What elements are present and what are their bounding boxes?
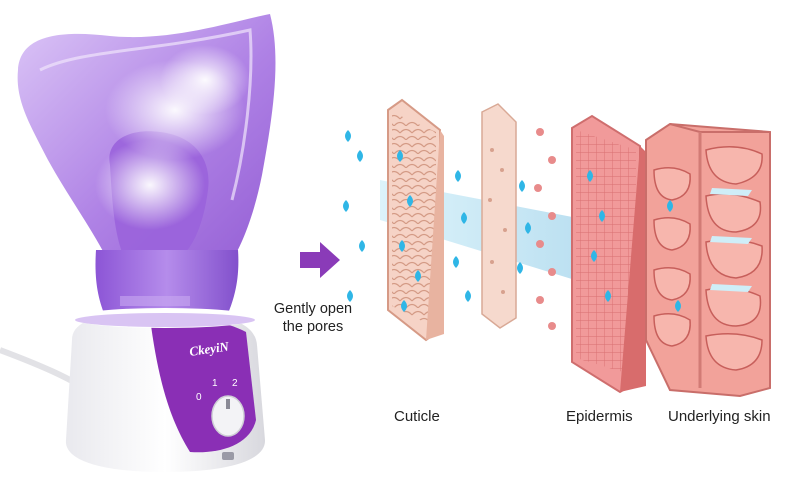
epidermis-layer — [571, 114, 646, 394]
skin-layers-diagram — [343, 98, 771, 398]
open-pores-line2: the pores — [282, 319, 344, 335]
underlying-skin-label: Underlying skin — [668, 408, 771, 425]
underlying-skin-layer — [645, 122, 771, 398]
steam-droplets — [343, 130, 681, 312]
epidermis-label: Epidermis — [566, 408, 633, 425]
dial-label-0: 0 — [196, 392, 202, 403]
cuticle-layer — [387, 98, 444, 342]
open-pores-line1: Gently open — [273, 301, 353, 317]
arrow-right-icon — [300, 242, 340, 278]
cell-column — [534, 128, 556, 330]
power-indicator-icon — [222, 452, 234, 460]
brand-logo: CkeyiN — [188, 339, 230, 359]
dial-label-2: 2 — [232, 378, 238, 389]
temperature-dial[interactable] — [211, 395, 245, 437]
cuticle-label: Cuticle — [394, 408, 440, 425]
facial-steamer-image: CkeyiN 0 1 2 — [0, 14, 276, 472]
open-pores-caption: Gently open the pores — [258, 300, 368, 336]
steamer-neck — [95, 250, 239, 318]
thin-skin-layer — [481, 103, 517, 329]
dial-label-1: 1 — [212, 378, 218, 389]
